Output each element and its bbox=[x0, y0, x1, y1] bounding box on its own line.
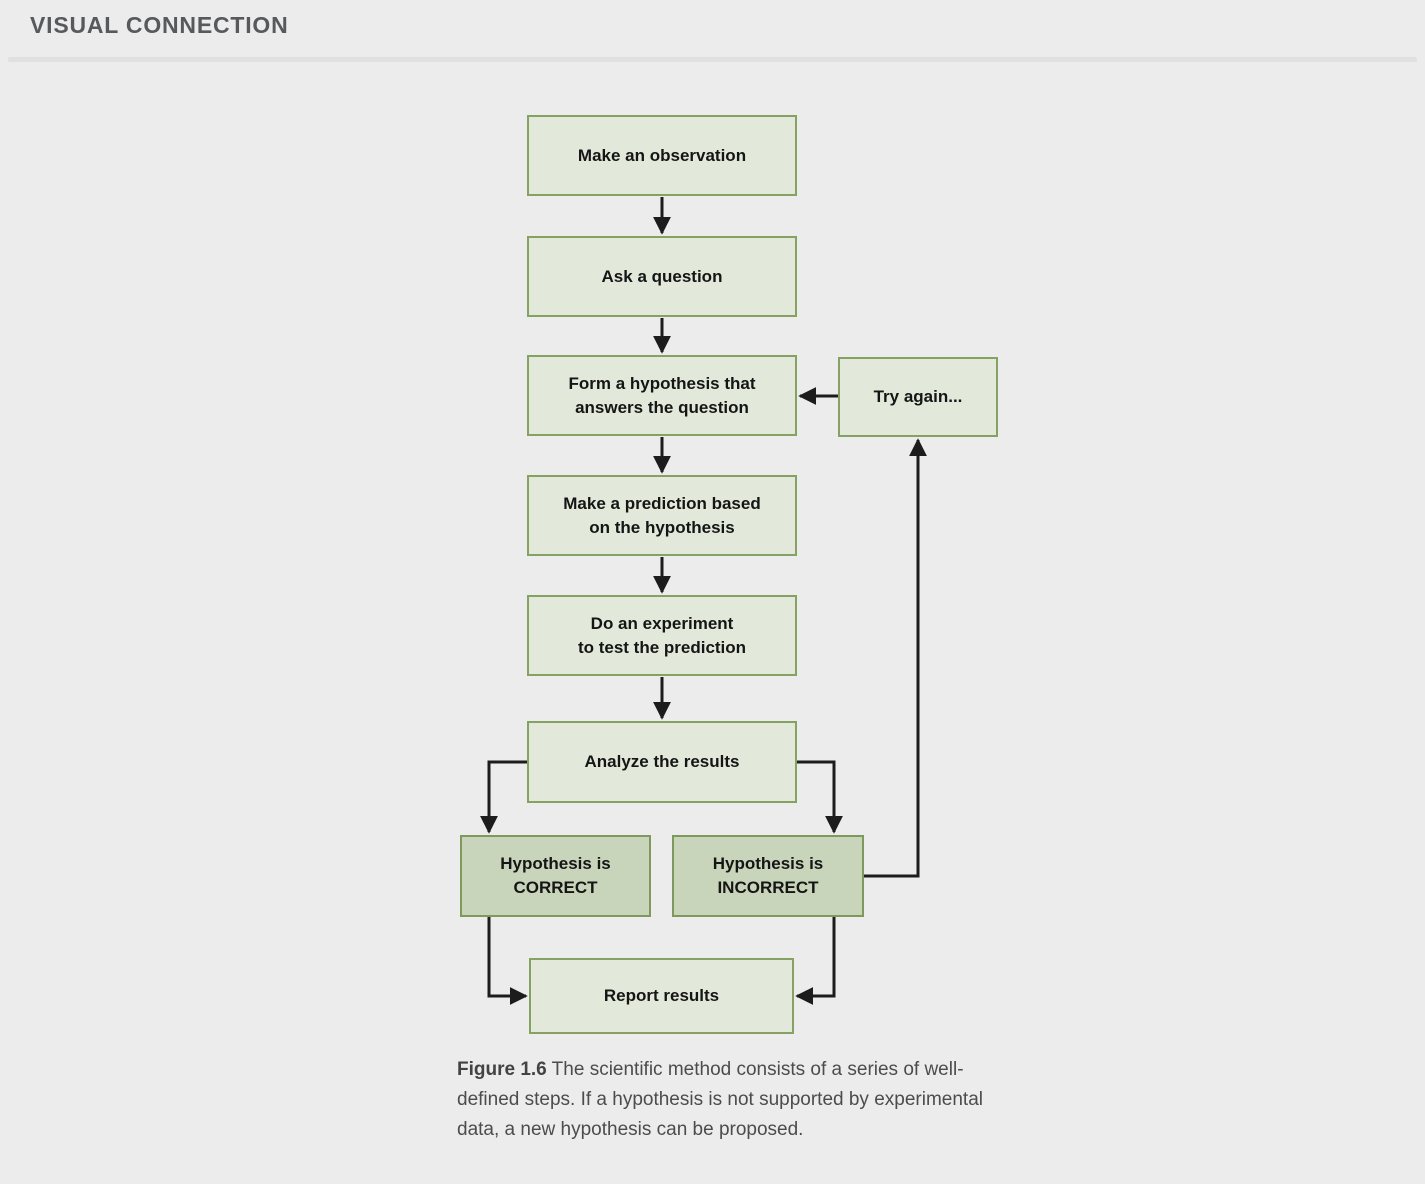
node-do-experiment: Do an experiment to test the prediction bbox=[527, 595, 797, 676]
node-form-hypothesis: Form a hypothesis that answers the quest… bbox=[527, 355, 797, 436]
figure-caption-label: Figure 1.6 bbox=[457, 1059, 547, 1080]
figure-caption-text: The scientific method consists of a seri… bbox=[457, 1059, 983, 1140]
node-make-observation: Make an observation bbox=[527, 115, 797, 196]
node-hypothesis-correct: Hypothesis is CORRECT bbox=[460, 835, 651, 917]
edge-correct-report bbox=[487, 917, 528, 1005]
edge-analyze-incorrect bbox=[797, 760, 843, 834]
node-try-again: Try again... bbox=[838, 357, 998, 437]
node-make-prediction: Make a prediction based on the hypothesi… bbox=[527, 475, 797, 556]
edge-incorrect-tryagain bbox=[864, 438, 927, 878]
node-ask-question: Ask a question bbox=[527, 236, 797, 317]
edge-incorrect-report bbox=[795, 917, 836, 1005]
figure-caption: Figure 1.6 The scientific method consist… bbox=[457, 1055, 997, 1145]
title-divider bbox=[8, 57, 1417, 62]
node-hypothesis-incorrect: Hypothesis is INCORRECT bbox=[672, 835, 864, 917]
node-report-results: Report results bbox=[529, 958, 794, 1034]
node-analyze-results: Analyze the results bbox=[527, 721, 797, 803]
edge-analyze-correct bbox=[480, 760, 527, 834]
page-title: VISUAL CONNECTION bbox=[30, 12, 289, 38]
